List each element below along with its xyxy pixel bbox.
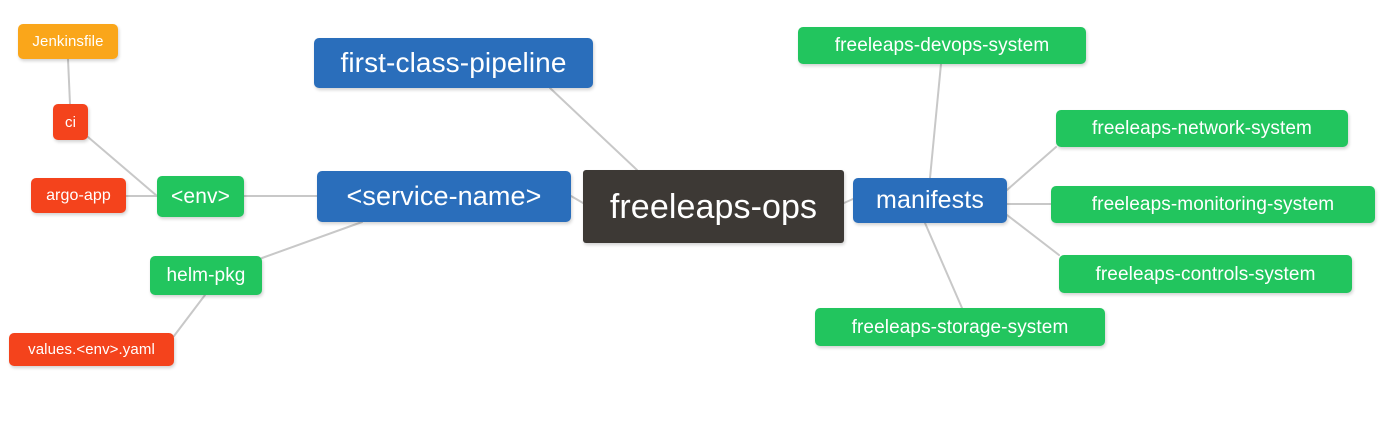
mindmap-node-argo-app[interactable]: argo-app: [31, 178, 126, 213]
mindmap-node-env[interactable]: <env>: [157, 176, 244, 217]
mindmap-node-devops-system[interactable]: freeleaps-devops-system: [798, 27, 1086, 64]
mindmap-node-jenkinsfile[interactable]: Jenkinsfile: [18, 24, 118, 59]
edge-first-class-pipeline-to-freeleaps-ops: [549, 87, 638, 171]
edge-service-name-to-freeleaps-ops: [570, 195, 584, 204]
edge-jenkinsfile-to-ci: [67, 58, 71, 105]
mindmap-node-first-class-pipeline[interactable]: first-class-pipeline: [314, 38, 593, 88]
mindmap-node-service-name[interactable]: <service-name>: [317, 171, 571, 222]
mindmap-node-controls-system[interactable]: freeleaps-controls-system: [1059, 255, 1352, 293]
edge-manifests-to-network-system: [1006, 146, 1057, 191]
edge-helm-pkg-to-service-name: [261, 221, 363, 259]
mindmap-node-helm-pkg[interactable]: helm-pkg: [150, 256, 262, 295]
mindmap-node-freeleaps-ops[interactable]: freeleaps-ops: [583, 170, 844, 243]
mindmap-node-network-system[interactable]: freeleaps-network-system: [1056, 110, 1348, 147]
edge-freeleaps-ops-to-manifests: [843, 198, 854, 204]
mindmap-node-values-env-yaml[interactable]: values.<env>.yaml: [9, 333, 174, 366]
edge-manifests-to-storage-system: [924, 222, 963, 309]
edge-manifests-to-devops-system: [929, 63, 942, 179]
edge-values-env-yaml-to-helm-pkg: [173, 294, 206, 337]
mindmap-node-ci[interactable]: ci: [53, 104, 88, 140]
mindmap-node-storage-system[interactable]: freeleaps-storage-system: [815, 308, 1105, 346]
mindmap-node-manifests[interactable]: manifests: [853, 178, 1007, 223]
mindmap-node-monitoring-system[interactable]: freeleaps-monitoring-system: [1051, 186, 1375, 223]
